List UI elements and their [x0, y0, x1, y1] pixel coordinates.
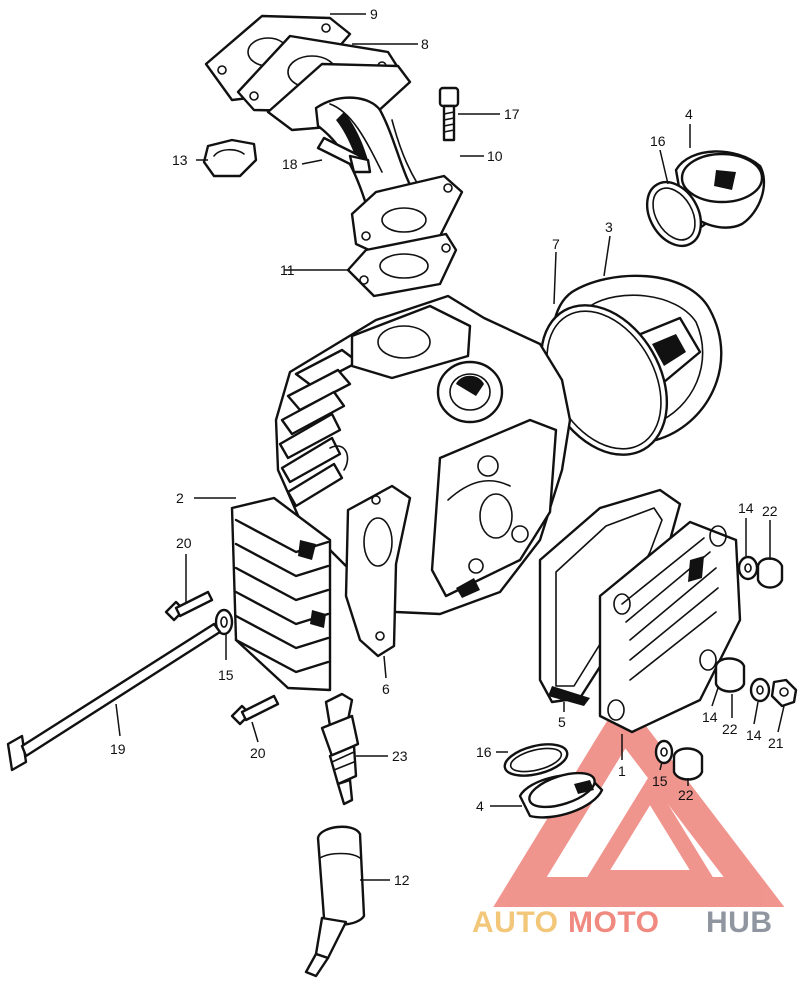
callout-14-right: 14 [746, 727, 762, 743]
callout-17: 17 [504, 106, 520, 122]
callout-8: 8 [421, 36, 429, 52]
callout-2: 2 [176, 490, 184, 506]
stud-bolt-19 [6, 622, 222, 772]
cap-nut-22-mid [714, 657, 746, 693]
stud-18 [316, 136, 372, 174]
washer-14-mid [749, 677, 771, 703]
callout-15-right: 15 [652, 773, 668, 789]
callout-20-lower: 20 [250, 745, 266, 761]
callout-9: 9 [370, 6, 378, 22]
watermark-moto: MOTO [568, 906, 659, 939]
manifold-gasket [346, 232, 458, 298]
callout-22-top: 22 [762, 503, 778, 519]
callout-23: 23 [392, 748, 408, 764]
callout-14-mid: 14 [702, 709, 718, 725]
watermark-hub: HUB [706, 906, 773, 939]
washer-15-right [654, 739, 674, 765]
callout-labels: 9 8 17 10 13 18 11 4 16 3 7 2 20 15 6 19… [110, 6, 784, 888]
callout-19: 19 [110, 741, 126, 757]
callout-14-top: 14 [738, 500, 754, 516]
callout-22-low: 22 [678, 787, 694, 803]
callout-12: 12 [394, 872, 410, 888]
tappet-cap-lower [518, 771, 604, 819]
callout-10: 10 [487, 148, 503, 164]
watermark-wordmark: AUTO MOTO HUB [472, 906, 773, 939]
callout-22-mid: 22 [722, 721, 738, 737]
bolt-20-lower [230, 694, 280, 726]
callout-18: 18 [282, 156, 298, 172]
callout-15-left: 15 [218, 667, 234, 683]
callout-16-upper: 16 [650, 133, 666, 149]
cap-nut-22-low [672, 747, 704, 781]
bolt-20-upper [164, 590, 214, 622]
callout-21: 21 [768, 735, 784, 751]
callout-16-lower: 16 [476, 744, 492, 760]
bolt-17 [438, 86, 460, 142]
cap-nut-22-top [756, 557, 784, 589]
callout-4-lower: 4 [476, 798, 484, 814]
callout-5: 5 [558, 714, 566, 730]
spark-plug-cap [304, 825, 366, 978]
o-ring-upper [645, 181, 703, 247]
leader-lines [115, 13, 785, 881]
callout-20-upper: 20 [176, 535, 192, 551]
dowel-collar-13 [202, 138, 258, 178]
spark-plug [320, 692, 360, 806]
exhaust-gasket [344, 484, 412, 658]
o-ring-lower [503, 743, 569, 777]
callout-4-upper: 4 [685, 106, 693, 122]
fin-guard [230, 496, 332, 692]
callout-11: 11 [280, 262, 295, 278]
washer-15-left [214, 608, 234, 636]
callout-7: 7 [552, 236, 560, 252]
callout-13: 13 [172, 152, 188, 168]
callout-3: 3 [605, 219, 613, 235]
callout-6: 6 [382, 681, 390, 697]
callout-1: 1 [618, 763, 626, 779]
washer-14-top [737, 555, 759, 581]
head-cover [598, 520, 742, 734]
nut-21 [770, 678, 798, 708]
watermark-auto: AUTO [472, 906, 558, 939]
